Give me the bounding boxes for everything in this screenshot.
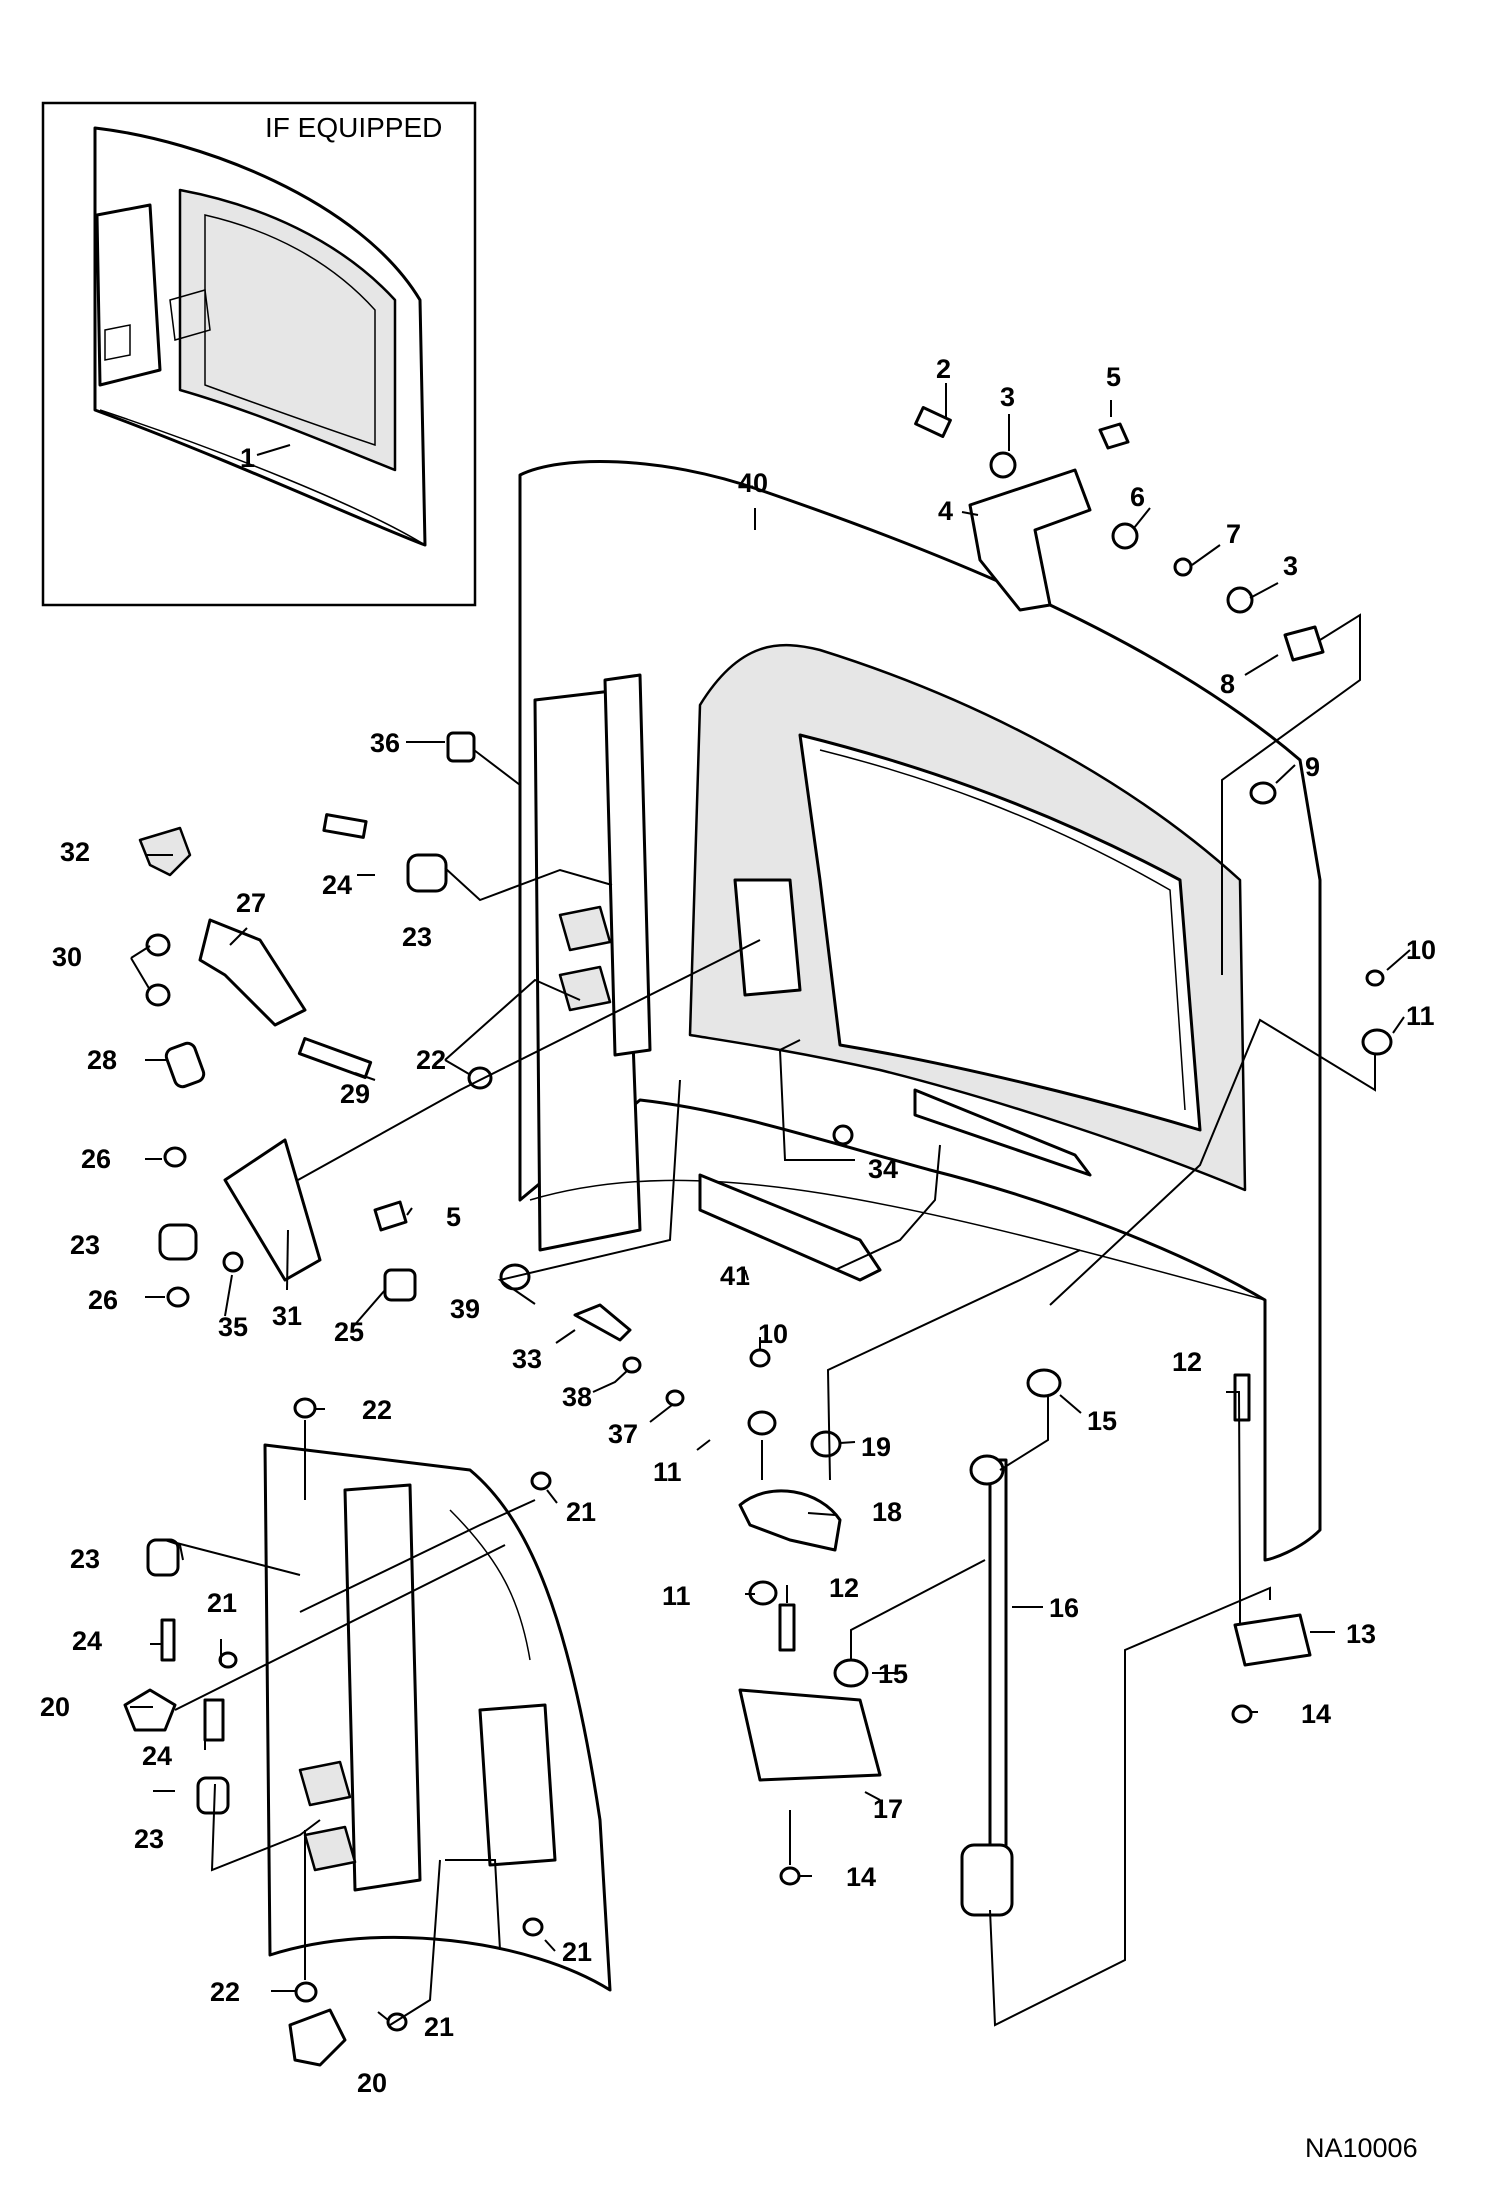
callout-label: 12 (829, 1573, 859, 1603)
callout-label: 26 (88, 1285, 118, 1315)
callout-label: 27 (236, 888, 266, 918)
callout-label: 28 (87, 1045, 117, 1075)
callout-label: 15 (878, 1659, 908, 1689)
callout-label: 5 (446, 1202, 461, 1232)
callout-label: 20 (40, 1692, 70, 1722)
callout-label: 25 (334, 1317, 364, 1347)
callout-label: 7 (1226, 519, 1241, 549)
inset-if-equipped: IF EQUIPPED (41, 101, 477, 607)
callout-label: 31 (272, 1301, 302, 1331)
callout-label: 3 (1283, 551, 1298, 581)
callout-label: 21 (562, 1937, 592, 1967)
callout-label: 19 (861, 1432, 891, 1462)
callout-label: 23 (70, 1544, 100, 1574)
callout-label: 33 (512, 1344, 542, 1374)
inset-title: IF EQUIPPED (265, 112, 442, 143)
callout-label: 11 (1406, 1001, 1435, 1031)
callout-label: 37 (608, 1419, 638, 1449)
callout-label: 14 (1301, 1699, 1331, 1729)
callout-label: 15 (1087, 1406, 1117, 1436)
callout-label: 14 (846, 1862, 876, 1892)
callout-label: 3 (1000, 382, 1015, 412)
callout-label: 5 (1106, 362, 1121, 392)
callout-label: 1 (240, 443, 255, 473)
callout-label: 23 (402, 922, 432, 952)
callout-label: 32 (60, 837, 90, 867)
callout-label: 26 (81, 1144, 111, 1174)
callout-label: 41 (720, 1261, 750, 1291)
callout-label: 39 (450, 1294, 480, 1324)
callout-label: 30 (52, 942, 82, 972)
callout-label: 21 (424, 2012, 454, 2042)
leader-lines (130, 383, 1411, 2027)
callout-label: 21 (566, 1497, 596, 1527)
callout-label: 10 (1406, 935, 1436, 965)
callout-label: 21 (207, 1588, 237, 1618)
callout-label: 29 (340, 1079, 370, 1109)
callout-label: 11 (653, 1457, 682, 1487)
door-frame-40 (518, 459, 1322, 1562)
callout-label: 10 (758, 1319, 788, 1349)
callout-label: 16 (1049, 1593, 1079, 1623)
callout-label: 8 (1220, 669, 1235, 699)
callout-label: 24 (142, 1741, 172, 1771)
callout-label: 40 (738, 468, 768, 498)
callout-label: 20 (357, 2068, 387, 2098)
callout-label: 36 (370, 728, 400, 758)
small-parts (123, 406, 1393, 2067)
callout-label: 38 (562, 1382, 592, 1412)
callout-label: 11 (662, 1581, 691, 1611)
callout-label: 22 (362, 1395, 392, 1425)
callout-label: 2 (936, 354, 951, 384)
callout-label: 13 (1346, 1619, 1376, 1649)
reference-code: NA10006 (1305, 2133, 1418, 2163)
callout-label: 22 (210, 1977, 240, 2007)
callout-label: 9 (1305, 752, 1320, 782)
door-lower-left-view (263, 1443, 612, 1992)
callout-label: 23 (134, 1824, 164, 1854)
callout-label: 34 (868, 1154, 898, 1184)
callout-labels: 1 2 3 4 5 6 7 3 8 9 10 11 40 36 32 27 24… (40, 354, 1436, 2098)
callout-label: 6 (1130, 482, 1145, 512)
callout-label: 12 (1172, 1347, 1202, 1377)
callout-label: 4 (938, 496, 953, 526)
callout-label: 35 (218, 1312, 248, 1342)
callout-label: 23 (70, 1230, 100, 1260)
callout-label: 18 (872, 1497, 902, 1527)
callout-label: 17 (873, 1794, 903, 1824)
callout-label: 24 (72, 1626, 102, 1656)
callout-label: 24 (322, 870, 352, 900)
callout-label: 22 (416, 1045, 446, 1075)
